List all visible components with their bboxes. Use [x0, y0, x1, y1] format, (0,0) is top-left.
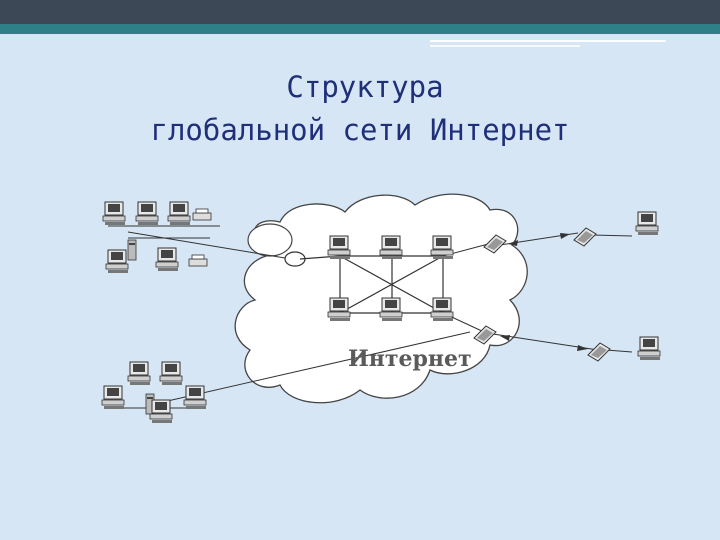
slide-title: Структура глобальной сети Интернет — [0, 66, 720, 152]
modem-icon — [587, 342, 611, 362]
computer-icon — [105, 249, 129, 274]
internet-cloud — [234, 193, 528, 404]
title-line-2: глобальной сети Интернет — [150, 113, 570, 147]
computer-icon — [637, 336, 661, 361]
decorative-line — [430, 40, 666, 42]
internet-structure-diagram: Интернет — [101, 193, 661, 424]
modem-icon — [573, 227, 597, 247]
decorative-line — [430, 45, 580, 47]
arrowheads — [500, 233, 588, 351]
computer-icon — [167, 201, 191, 226]
computer-icon — [635, 211, 659, 236]
router-bubble — [247, 223, 293, 257]
server-icon — [127, 239, 137, 261]
title-line-1: Структура — [286, 70, 444, 104]
computer-icon — [183, 385, 207, 410]
computer-icon — [135, 201, 159, 226]
computer-icon — [159, 361, 183, 386]
computer-icon — [149, 399, 173, 424]
lan-top-left — [102, 201, 220, 274]
computer-icon — [101, 385, 125, 410]
printer-icon — [188, 254, 208, 267]
cloud-label: Интернет — [348, 346, 472, 372]
computer-icon — [127, 361, 151, 386]
printer-icon — [192, 208, 212, 221]
computer-icon — [102, 201, 126, 226]
header-accent-bar — [0, 24, 720, 34]
computer-icon — [155, 247, 179, 272]
header-bar — [0, 0, 720, 24]
lan-bottom-left — [101, 361, 207, 424]
